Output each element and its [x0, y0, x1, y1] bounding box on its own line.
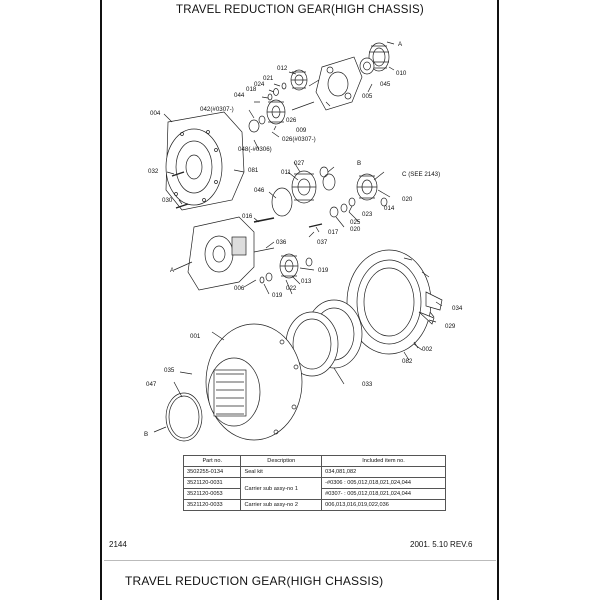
- bearing-033: [285, 299, 363, 377]
- included-items: #0307- : 005,012,018,021,024,044: [321, 488, 446, 500]
- gear-011: [291, 170, 336, 204]
- callout-label: 002: [422, 346, 433, 353]
- callout-label: C (SEE 2143): [402, 171, 440, 178]
- callout-label: 024: [254, 81, 265, 88]
- page-caption: TRAVEL REDUCTION GEAR(HIGH CHASSIS): [125, 574, 384, 588]
- callout-label: 020: [350, 226, 361, 233]
- exploded-parts-diagram: A 010 045 005 012 021 024 018 044 004 04…: [144, 41, 463, 442]
- snap-ring-047: [165, 392, 203, 442]
- page-title: TRAVEL REDUCTION GEAR(HIGH CHASSIS): [176, 4, 424, 16]
- callout-label: 014: [384, 205, 395, 212]
- parts-table: Part no. Description Included item no. 3…: [182, 455, 446, 511]
- callout-label: B: [357, 160, 361, 167]
- callout-label: 023: [362, 211, 373, 218]
- callout-label: 017: [328, 229, 339, 236]
- callout-label: 009: [296, 127, 307, 134]
- callout-label: 019: [318, 267, 329, 274]
- page-number: 2144: [109, 540, 127, 549]
- callout-label: 045: [380, 81, 391, 88]
- left-margin-line: [100, 0, 102, 600]
- callout-label: 004: [150, 110, 161, 117]
- housing-004: [165, 111, 245, 211]
- column-header: Included item no.: [321, 455, 446, 467]
- page-divider: [104, 560, 496, 561]
- included-items: 006,013,016,019,022,036: [321, 499, 446, 511]
- part-number: 3521120-0053: [182, 488, 242, 500]
- part-description: Carrier sub assy-no 1: [240, 477, 323, 500]
- callout-label: 044: [234, 92, 245, 99]
- callout-label: B: [144, 431, 148, 438]
- column-header: Part no.: [182, 455, 242, 467]
- callout-label: 048(-#0306): [238, 146, 272, 153]
- callout-label: 019: [272, 292, 283, 299]
- callout-label: 027: [294, 160, 305, 167]
- column-header: Description: [240, 455, 323, 467]
- hub-001: [205, 323, 303, 441]
- callout-label: 013: [301, 278, 312, 285]
- callout-label: 026(#0307-): [282, 136, 316, 143]
- gear-013: [279, 253, 299, 279]
- callout-label: 006: [234, 285, 245, 292]
- carrier-006: [187, 216, 255, 291]
- callout-label: 022: [286, 285, 297, 292]
- callout-label: A: [170, 267, 175, 274]
- part-number: 3521120-0031: [182, 477, 242, 489]
- callout-label: 032: [148, 168, 159, 175]
- callout-label: 035: [164, 367, 175, 374]
- callout-label: 010: [396, 70, 407, 77]
- callout-label: 012: [277, 65, 288, 72]
- callout-label: 042(#0307-): [200, 106, 234, 113]
- callout-label: 037: [317, 239, 328, 246]
- included-items: 034,081,082: [321, 466, 446, 478]
- callout-label: 005: [362, 93, 373, 100]
- callout-label: 033: [362, 381, 373, 388]
- callout-label: 047: [146, 381, 157, 388]
- revision-date: 2001. 5.10 REV.6: [410, 540, 473, 549]
- callout-label: 011: [281, 169, 291, 176]
- callout-label: 046: [254, 187, 265, 194]
- included-items: -#0306 : 005,012,018,021,024,044: [321, 477, 446, 489]
- part-number: 3521120-0033: [182, 499, 242, 511]
- part-description: Seal kit: [240, 466, 323, 478]
- table-row: 3521120-0033 Carrier sub assy-no 2 006,0…: [182, 499, 446, 511]
- part-number: 3502255-0134: [182, 466, 242, 478]
- ring-gear-002: [346, 249, 435, 355]
- carrier-005: [308, 56, 363, 111]
- callout-label: 025: [350, 219, 361, 226]
- callout-label: A: [398, 41, 403, 48]
- callout-label: 030: [162, 197, 173, 204]
- callout-label: 020: [402, 196, 413, 203]
- table-row: 3521120-0031 Carrier sub assy-no 1 -#030…: [182, 477, 446, 500]
- sun-gear-009: [266, 99, 286, 125]
- callout-label: 082: [402, 358, 413, 365]
- callout-label: 026: [286, 117, 297, 124]
- callout-label: 029: [445, 323, 456, 330]
- gear-014: [356, 173, 378, 201]
- part-description: Carrier sub assy-no 2: [240, 499, 323, 511]
- table-header-row: Part no. Description Included item no.: [182, 455, 446, 467]
- callout-label: 016: [242, 213, 253, 220]
- callout-label: 036: [276, 239, 287, 246]
- table-row: 3502255-0134 Seal kit 034,081,082: [182, 466, 446, 478]
- callout-label: 021: [263, 75, 274, 82]
- gear-012: [290, 69, 308, 91]
- callout-label: 001: [190, 333, 201, 340]
- callout-label: 018: [246, 86, 257, 93]
- callout-label: 034: [452, 305, 463, 312]
- right-margin-line: [497, 0, 499, 600]
- gear-010: [359, 42, 390, 75]
- callout-label: 081: [248, 167, 259, 174]
